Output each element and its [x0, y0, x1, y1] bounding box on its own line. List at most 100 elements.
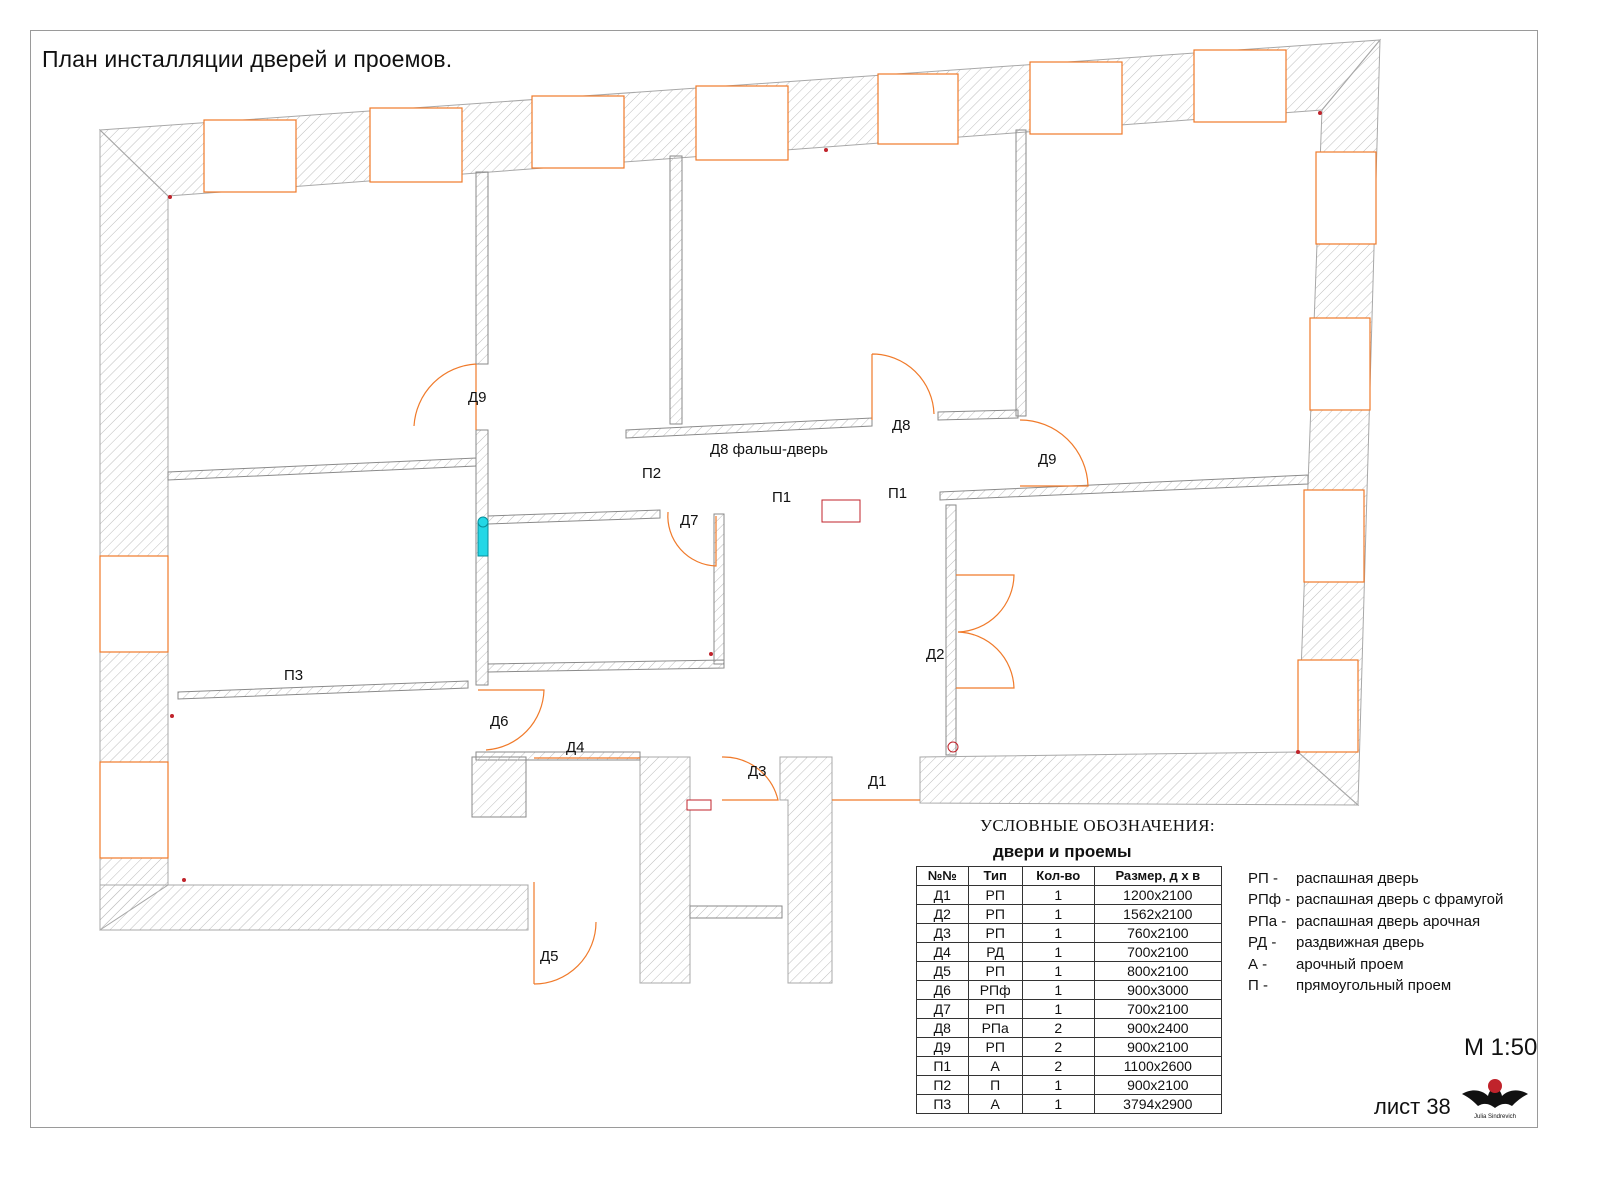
window: [1315, 151, 1377, 245]
abbreviation-text: распашная дверь: [1296, 870, 1419, 887]
wall-v-right: [1015, 129, 1027, 417]
legend-title: УСЛОВНЫЕ ОБОЗНАЧЕНИЯ:: [980, 816, 1215, 835]
wall-p1-right: [939, 474, 1309, 501]
logo-text: Julia Sindrevich: [1474, 1114, 1516, 1120]
door-d7: [667, 511, 717, 567]
abbreviation-code: РПа -: [1248, 912, 1287, 930]
marker-circle: [477, 516, 489, 528]
table-cell: 1: [1021, 1094, 1095, 1114]
legend-subtitle: двери и проемы: [993, 842, 1132, 861]
abbreviation-code: РД -: [1248, 934, 1277, 952]
label-p2: П2: [642, 465, 661, 482]
marker-dot: [1296, 750, 1300, 754]
door-d5: [533, 882, 597, 985]
table-cell: Д6: [916, 980, 969, 1000]
table-cell: 2: [1021, 1037, 1095, 1057]
author-logo: Julia Sindrevich: [1462, 1079, 1528, 1120]
label-d9-left: Д9: [468, 389, 487, 406]
abbreviation-item: РПа -распашная дверь арочная: [1248, 911, 1503, 932]
wall-h-left: [167, 457, 477, 481]
table-cell: РПф: [967, 980, 1023, 1000]
wall-v1: [475, 171, 489, 365]
wall-p3: [177, 680, 469, 700]
table-cell: 1: [1021, 942, 1095, 962]
table-cell: РП: [967, 961, 1023, 981]
marker-dot: [709, 652, 713, 656]
scale-label: М 1:50: [1464, 1034, 1538, 1061]
door-d2: [956, 574, 1015, 689]
abbreviation-item: РПф -распашная дверь с фрамугой: [1248, 889, 1503, 910]
label-d5: Д5: [540, 948, 559, 965]
page-title: План инсталляции дверей и проемов.: [42, 46, 453, 72]
marker-dot: [824, 148, 828, 152]
wall-v-center: [945, 504, 957, 756]
table-cell: 1: [1021, 923, 1095, 943]
table-cell: 3794х2900: [1093, 1094, 1223, 1114]
door-d8: [871, 353, 935, 420]
table-cell: А: [967, 1094, 1023, 1114]
label-d8: Д8: [892, 417, 911, 434]
door-d3: [721, 756, 779, 801]
table-cell: РПа: [967, 1018, 1023, 1038]
window: [1309, 317, 1371, 411]
table-cell: 1: [1021, 1075, 1095, 1095]
abbreviation-item: А -арочный проем: [1248, 954, 1503, 975]
table-cell: П: [967, 1075, 1023, 1095]
table-cell: 1: [1021, 904, 1095, 924]
abbreviation-text: раздвижная дверь: [1296, 934, 1425, 952]
table-cell: 700х2100: [1093, 942, 1223, 962]
window: [1193, 49, 1287, 123]
table-cell: 760х2100: [1093, 923, 1223, 943]
window: [369, 107, 463, 183]
table-cell: Д2: [916, 904, 969, 924]
table-cell: 900х3000: [1093, 980, 1223, 1000]
table-cell: 1: [1021, 961, 1095, 981]
table-cell: П3: [916, 1094, 969, 1114]
label-p1-right: П1: [888, 485, 907, 502]
marker-dot: [168, 195, 172, 199]
table-header-row: №№ Тип Кол-во Размер, д х в: [916, 866, 1223, 886]
column-header: Размер, д х в: [1093, 866, 1223, 886]
table-cell: РП: [967, 923, 1023, 943]
label-d7: Д7: [680, 512, 699, 529]
label-d9-right: Д9: [1038, 451, 1057, 468]
abbreviation-item: П -прямоугольный проем: [1248, 975, 1503, 996]
label-d4: Д4: [566, 739, 585, 756]
table-cell: РП: [967, 904, 1023, 924]
wall-bottom-center: [779, 756, 833, 984]
marker-dot: [170, 714, 174, 718]
table-cell: РП: [967, 999, 1023, 1019]
wall-bottom-left: [99, 884, 529, 931]
sheet-number: лист 38: [1374, 1094, 1451, 1119]
table-cell: Д8: [916, 1018, 969, 1038]
table-cell: Д3: [916, 923, 969, 943]
abbreviation-code: А -: [1248, 955, 1268, 973]
table-cell: Д1: [916, 885, 969, 905]
wall-bottom-right: [919, 751, 1360, 806]
column-header: Кол-во: [1021, 866, 1095, 886]
table-cell: Д5: [916, 961, 969, 981]
window: [877, 73, 959, 145]
table-cell: 1: [1021, 885, 1095, 905]
table-cell: 1100х2600: [1093, 1056, 1223, 1076]
window: [203, 119, 297, 193]
abbreviation-item: РП -распашная дверь: [1248, 868, 1503, 889]
wall-shaft: [471, 756, 527, 818]
table-cell: 2: [1021, 1018, 1095, 1038]
label-p3: П3: [284, 667, 303, 684]
table-cell: Д9: [916, 1037, 969, 1057]
windows-side: [99, 151, 1377, 859]
window: [99, 555, 169, 653]
window: [1303, 489, 1365, 583]
radiator: [686, 799, 712, 811]
marker-dot: [182, 878, 186, 882]
door-d9-right: [1019, 419, 1089, 487]
